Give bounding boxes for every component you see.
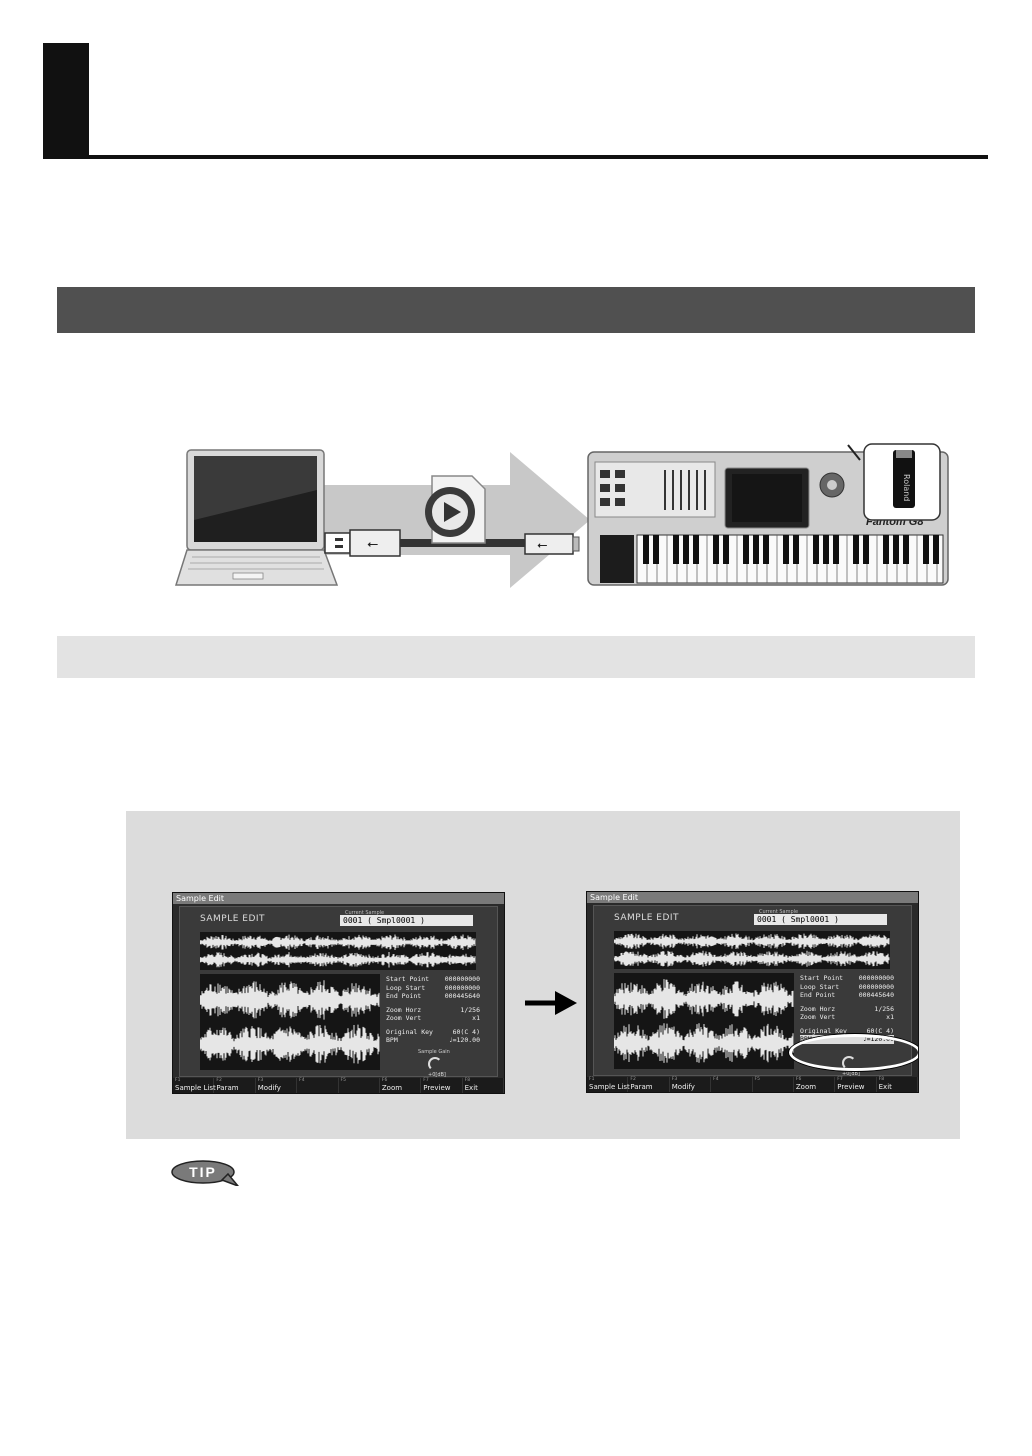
current-sample-field[interactable]: 0001 ( Smpl0001 ) <box>754 914 887 925</box>
screen-body: SAMPLE EDIT Current Sample 0001 ( Smpl00… <box>593 905 918 1077</box>
sample-gain-value: +0[dB] <box>428 1072 446 1078</box>
sample-gain-knob[interactable] <box>428 1057 442 1071</box>
sample-edit-screen-before: Sample Edit SAMPLE EDIT Current Sample 0… <box>172 892 505 1094</box>
screen-heading: SAMPLE EDIT <box>614 913 680 923</box>
screen-body: SAMPLE EDIT Current Sample 0001 ( Smpl00… <box>179 906 498 1078</box>
waveform-overview <box>200 932 476 970</box>
usb-memory-callout: Roland <box>863 443 941 521</box>
usb-plug-b: ⭠ <box>524 533 580 555</box>
tip-label: TIP <box>189 1164 217 1180</box>
current-sample-label: Current Sample <box>759 909 799 915</box>
keyboard-synthesizer-icon: Fantom G8 <box>587 444 949 586</box>
screen-title: Sample Edit <box>173 893 504 904</box>
usb-stick-brand: Roland <box>902 474 911 501</box>
screen-heading: SAMPLE EDIT <box>200 914 266 924</box>
current-sample-label: Current Sample <box>345 910 385 916</box>
current-sample-field[interactable]: 0001 ( Smpl0001 ) <box>340 915 473 926</box>
audio-file-icon <box>425 475 486 544</box>
sample-gain-label: Sample Gain <box>418 1049 450 1055</box>
tip-icon: TIP <box>171 1160 239 1186</box>
chapter-tab <box>43 43 89 157</box>
f4-button[interactable]: F4 <box>711 1077 753 1092</box>
f5-button[interactable]: F5 <box>339 1078 380 1093</box>
param-bpm: BPM♩=120.00 <box>386 1036 480 1044</box>
svg-text:⭠: ⭠ <box>537 538 547 553</box>
waveform-detail <box>614 973 794 1069</box>
screen-title: Sample Edit <box>587 892 918 903</box>
highlight-ellipse <box>789 1034 918 1071</box>
keys <box>636 534 944 584</box>
usb-transfer-illustration: ⭠ ⭠ <box>174 443 949 588</box>
sample-edit-screen-after: Sample Edit SAMPLE EDIT Current Sample 0… <box>586 891 919 1093</box>
svg-text:⭠: ⭠ <box>367 536 378 552</box>
right-arrow-icon <box>525 991 577 1015</box>
sample-gain-value: +0[dB] <box>842 1071 860 1077</box>
waveform-overview <box>614 931 890 969</box>
f5-button[interactable]: F5 <box>753 1077 794 1092</box>
subsection-heading-bar <box>57 636 975 678</box>
f4-button[interactable]: F4 <box>297 1078 339 1093</box>
section-heading-bar <box>57 287 975 333</box>
laptop-icon <box>174 449 339 586</box>
waveform-detail <box>200 974 380 1070</box>
chapter-rule <box>43 155 988 159</box>
